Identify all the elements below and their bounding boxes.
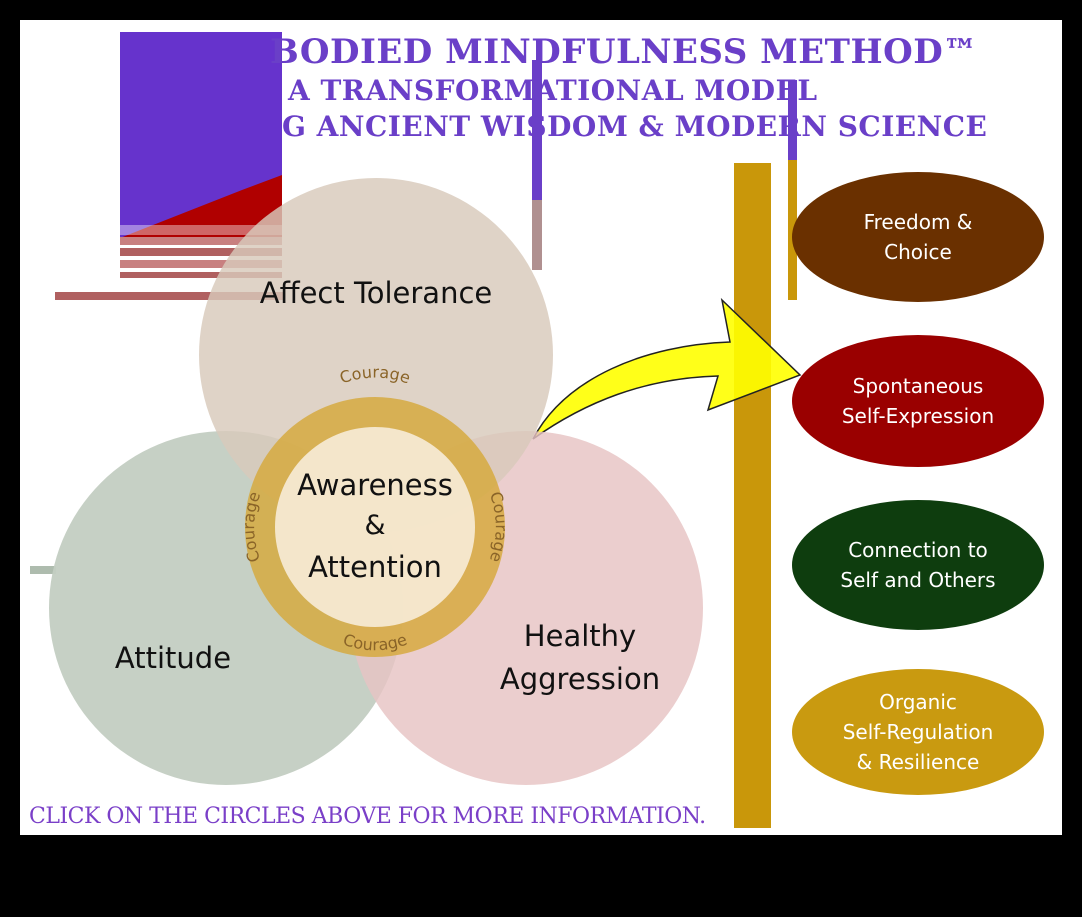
healthy-aggression-label-line1: Healthy [524,619,636,653]
outcome-connection-self-others[interactable]: Connection to Self and Others [792,500,1044,630]
outcome-label-line1: Organic [879,690,957,714]
outcome-freedom-choice[interactable]: Freedom & Choice [792,172,1044,302]
outcome-label-line1: Freedom & [863,210,973,234]
outcome-organic-self-regulation[interactable]: Organic Self-Regulation & Resilience [792,669,1044,795]
title-line-2: A TRANSFORMATIONAL MODEL [288,74,818,107]
center-label-line3: Attention [308,550,442,584]
healthy-aggression-label-line2: Aggression [500,662,660,696]
center-label-line2: & [364,510,385,541]
decorative-artifacts [30,32,797,574]
outcome-label-line1: Spontaneous [852,374,984,398]
title-line-3: G ANCIENT WISDOM & MODERN SCIENCE [282,110,988,143]
center-label-line1: Awareness [297,468,453,502]
title-line-1: BODIED MINDFULNESS METHOD™ [270,32,978,72]
attitude-label: Attitude [115,641,231,675]
gold-bar [734,163,771,828]
awareness-attention-circle[interactable] [275,427,475,627]
outcome-label-line2: Self-Regulation [842,720,994,744]
affect-tolerance-label: Affect Tolerance [260,276,492,310]
outcome-label-line2: Self-Expression [841,404,995,428]
curved-arrow [532,297,802,440]
diagram-graphics: Courage Courage Courage Courage Affect T… [30,32,802,828]
outcome-spontaneous-self-expression[interactable]: Spontaneous Self-Expression [792,335,1044,467]
outcome-label-line3: & Resilience [856,750,980,774]
outcome-label-line1: Connection to [848,538,988,562]
outcome-label-line2: Self and Others [840,568,996,592]
click-instruction: CLICK ON THE CIRCLES ABOVE FOR MORE INFO… [29,804,706,829]
diagram-canvas: Courage Courage Courage Courage Affect T… [20,20,1062,835]
outcome-label-line2: Choice [884,240,952,264]
